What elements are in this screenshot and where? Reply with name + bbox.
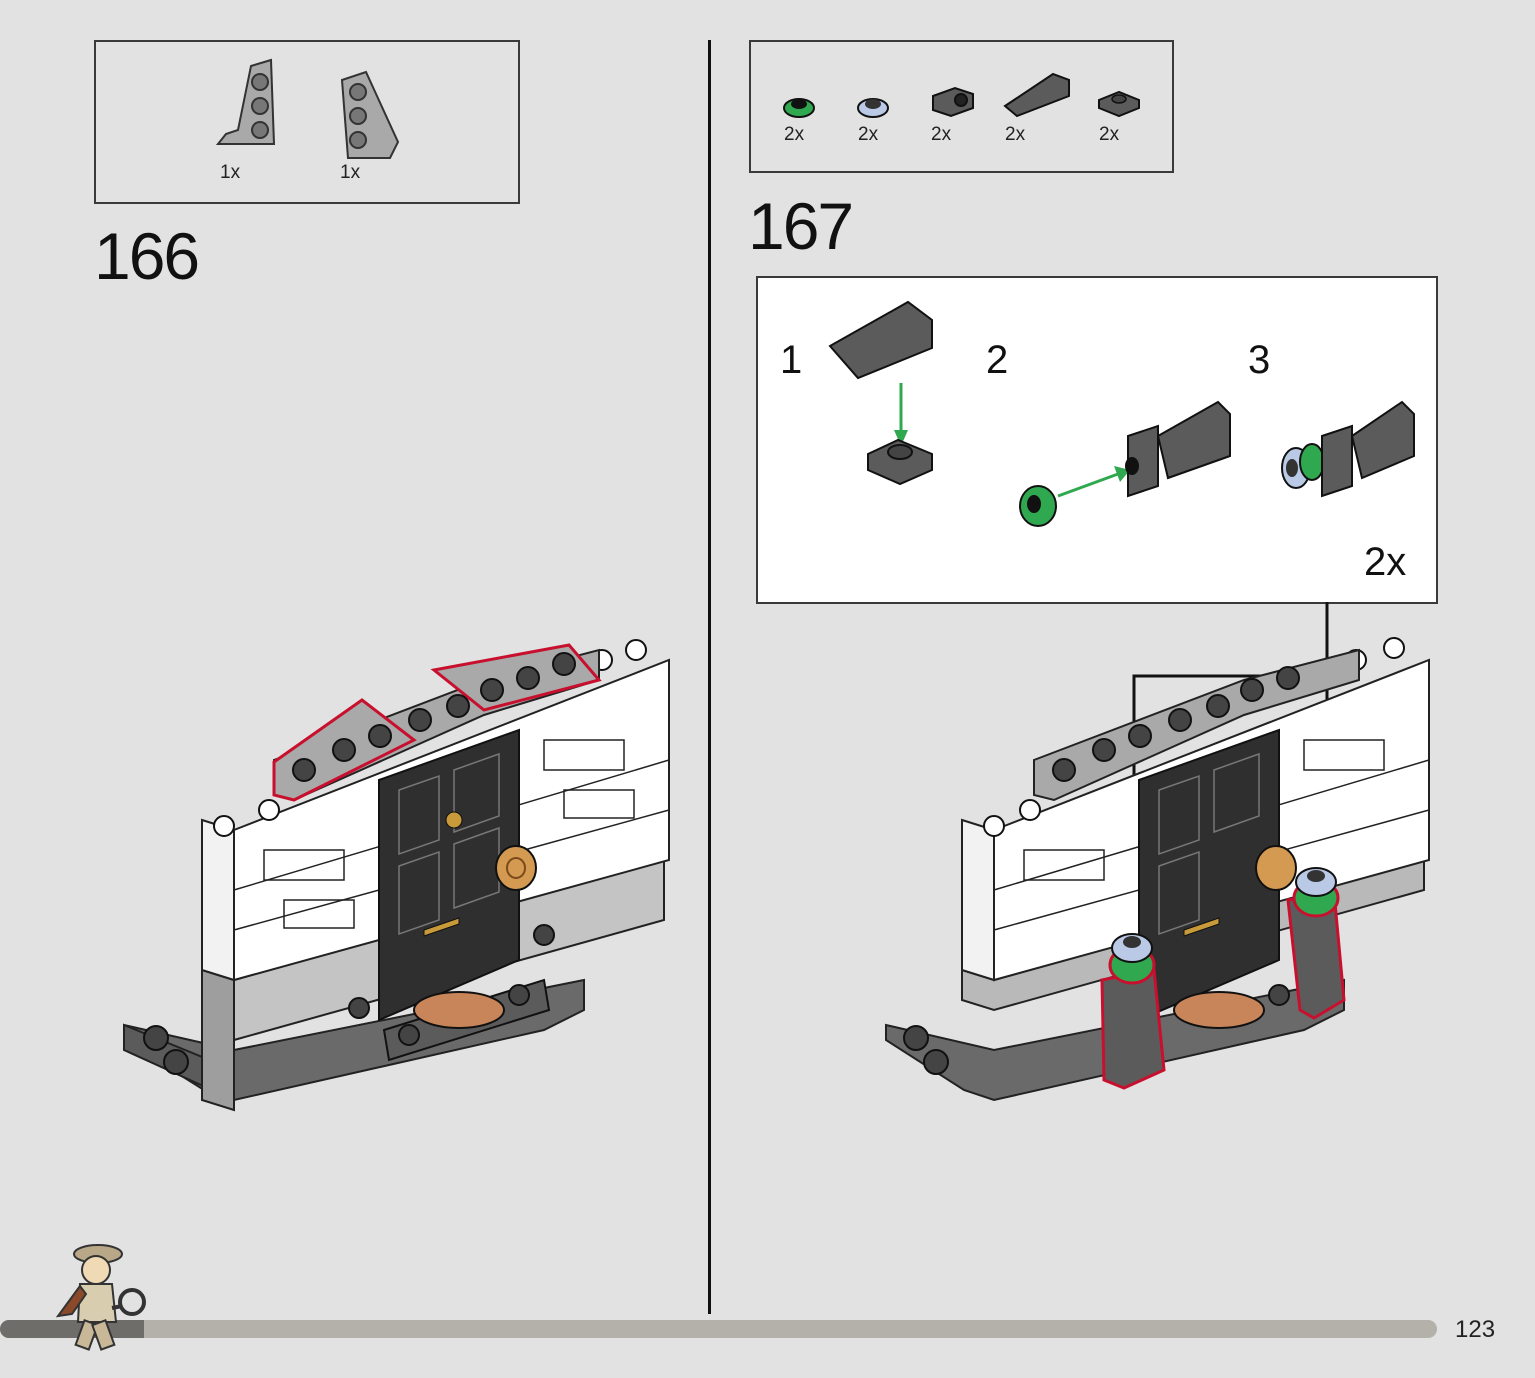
substep-3-diagram [1281,400,1415,498]
part-qty: 2x [1005,124,1026,145]
plate-1x1-icon [1098,90,1140,118]
part-qty: 2x [1099,124,1120,145]
parts-callout-166: 1x 1x [94,40,520,204]
substep-1-diagram [828,300,933,486]
detective-minifig-icon [55,1244,146,1351]
build-model-166 [123,639,670,1112]
part-qty: 2x [858,124,879,145]
part-qty: 1x [220,162,241,183]
bracket-plate-icon [932,86,974,118]
step-number-166: 166 [94,219,200,293]
part-qty: 2x [931,124,952,145]
page-divider [708,40,711,1314]
highlight-outline [1100,968,1166,1090]
wedge-plate-right-icon [340,70,400,159]
progress-track [0,1320,1437,1338]
slope-icon [1003,72,1070,118]
page-number: 123 [1455,1316,1496,1343]
wedge-plate-left-icon [215,58,276,145]
part-qty: 1x [340,162,361,183]
round-plate-light-blue-icon [857,98,889,118]
step-number-167: 167 [748,189,854,263]
assembly-multiplier: 2x [1364,540,1407,584]
part-qty: 2x [784,124,805,145]
substep-number: 2 [986,338,1009,382]
round-plate-green-icon [783,98,815,118]
parts-callout-167: 2x 2x 2x 2x 2x [749,40,1174,173]
sub-assembly-callout: 1 2 3 2x [756,276,1438,604]
substep-2-diagram [1019,400,1231,527]
door [378,728,520,1022]
substep-number: 3 [1248,338,1271,382]
substep-number: 1 [780,338,803,382]
build-model-167 [885,602,1430,1102]
